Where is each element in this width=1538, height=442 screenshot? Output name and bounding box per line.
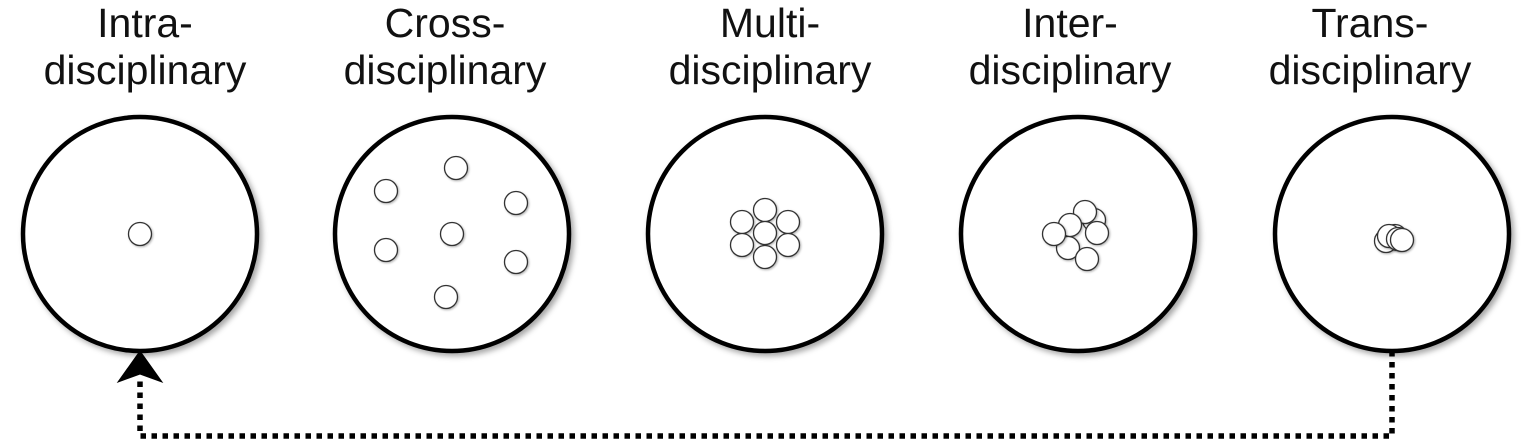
small-circle — [127, 221, 153, 247]
small-circle — [1389, 227, 1415, 253]
small-circles-trans — [1373, 223, 1415, 254]
small-circle — [752, 197, 778, 223]
label-multi-line1: Multi- — [719, 0, 821, 46]
small-circles-inter — [1041, 199, 1110, 272]
label-intra: Intra- disciplinary — [0, 0, 295, 94]
small-circles-multi — [729, 197, 801, 270]
small-circle — [439, 221, 465, 247]
small-circle — [729, 232, 755, 258]
label-intra-line2: disciplinary — [43, 47, 247, 93]
label-cross-line1: Cross- — [384, 0, 506, 46]
small-circle — [1074, 246, 1100, 272]
small-circle — [433, 284, 459, 310]
label-inter-line1: Inter- — [1022, 0, 1118, 46]
label-trans: Trans- disciplinary — [1220, 0, 1520, 94]
small-circle — [775, 209, 801, 235]
label-intra-line1: Intra- — [97, 0, 193, 46]
label-inter-line2: disciplinary — [968, 47, 1172, 93]
small-circle — [775, 232, 801, 258]
small-circle — [1084, 220, 1110, 246]
label-multi: Multi- disciplinary — [620, 0, 920, 94]
small-circle — [443, 155, 469, 181]
small-circle — [373, 237, 399, 263]
small-circles-intra — [127, 221, 153, 247]
small-circle — [752, 220, 778, 246]
small-circle — [729, 209, 755, 235]
arrowhead-icon — [116, 350, 164, 384]
small-circle — [503, 190, 529, 216]
small-circle — [373, 178, 399, 204]
return-connector — [137, 351, 1395, 439]
label-inter: Inter- disciplinary — [920, 0, 1220, 94]
label-trans-line2: disciplinary — [1268, 47, 1472, 93]
label-cross: Cross- disciplinary — [295, 0, 595, 94]
small-circle — [752, 244, 778, 270]
small-circle — [1041, 221, 1067, 247]
label-cross-line2: disciplinary — [343, 47, 547, 93]
label-multi-line2: disciplinary — [668, 47, 872, 93]
small-circles-cross — [373, 155, 529, 310]
small-circle — [503, 249, 529, 275]
label-trans-line1: Trans- — [1311, 0, 1429, 46]
